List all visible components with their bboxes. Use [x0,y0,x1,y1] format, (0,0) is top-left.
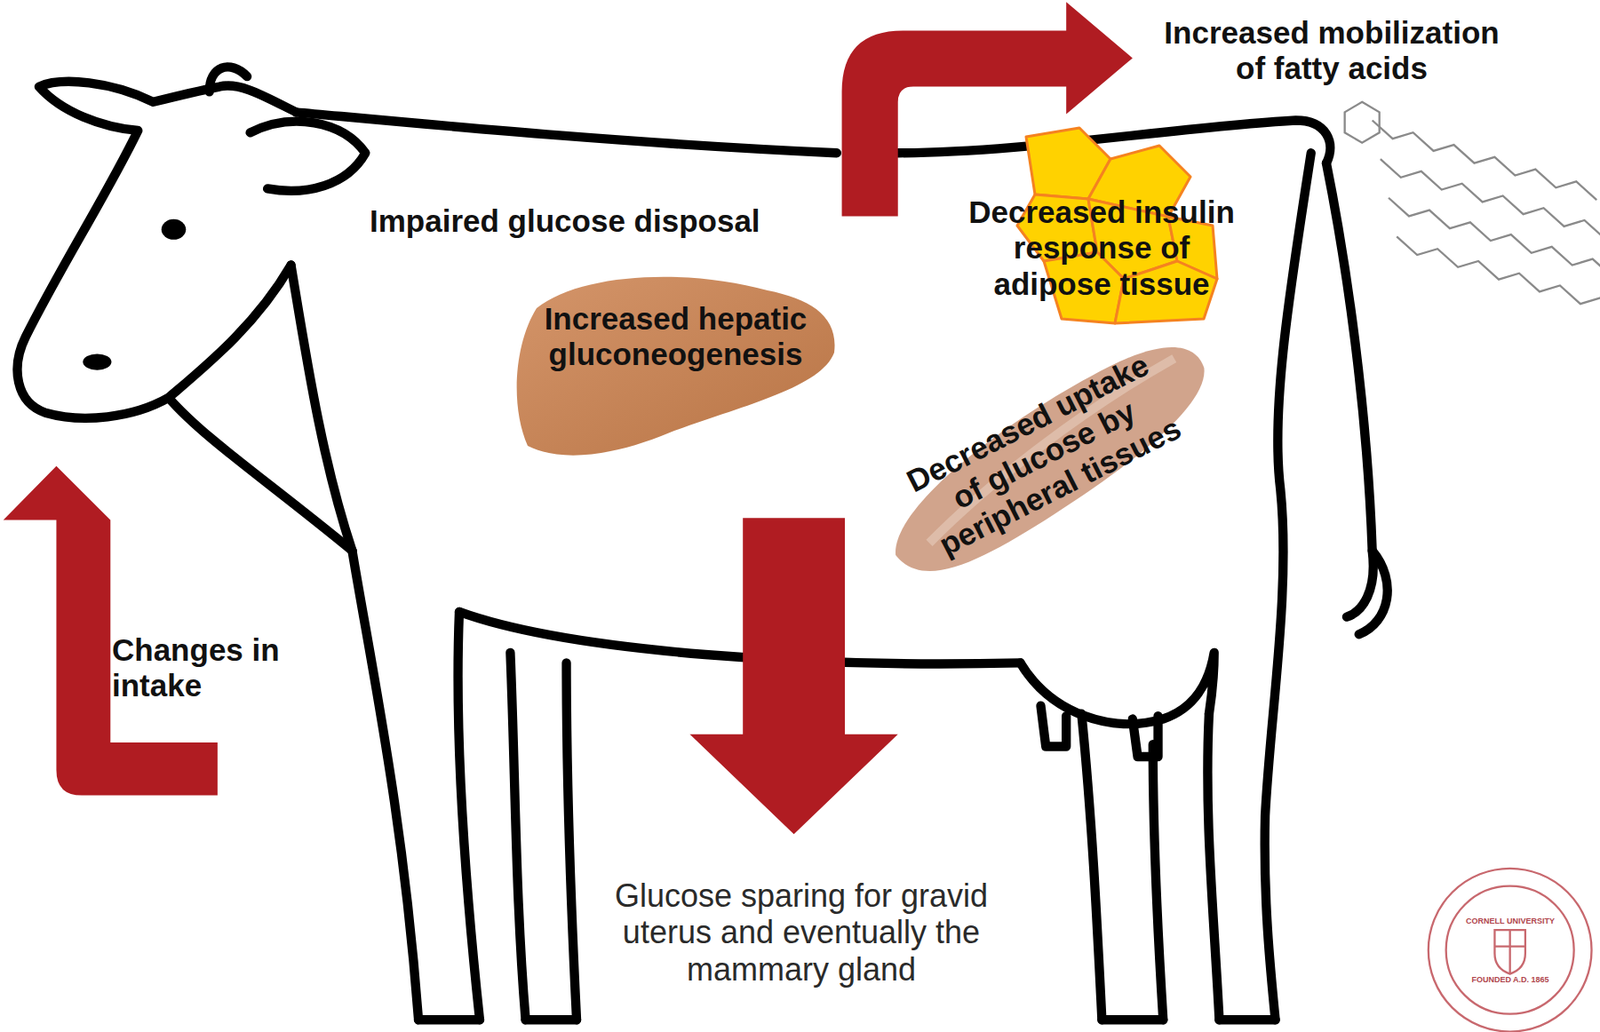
liver-shape [517,277,836,456]
adipose-tissue: Decreased insulin response of adipose ti… [955,127,1249,327]
cow-stroke [1359,550,1388,635]
cow-stroke [1265,152,1312,1020]
cow-stroke [295,111,837,153]
cow-stroke [1020,652,1215,725]
process-label: Impaired glucose disposal [369,203,761,239]
organ-label: Decreased insulin response of adipose ti… [963,194,1240,303]
cow-stroke [566,662,577,1020]
cow-outline [17,66,1388,1020]
cow-nostril [82,353,112,370]
cow-stroke [1081,714,1102,1020]
process-label: Changes in intake [111,632,308,705]
glucose-sparing-arrow [689,517,898,835]
outcome-label: Glucose sparing for gravid uterus and ev… [605,877,997,988]
seal-text: FOUNDED A.D. 1865 [1448,975,1573,985]
cow-stroke [458,612,480,1020]
cow-stroke [1326,163,1374,618]
cow-stroke [509,652,526,1020]
cow-stroke [1494,930,1525,974]
cow-stroke [418,1015,480,1025]
cow-stroke [459,612,1021,664]
fatty-acid-chains [1372,119,1600,316]
cow-stroke [525,1015,577,1025]
cow-stroke [1446,886,1575,1015]
cow-eye [161,219,187,240]
muscle-shape [863,328,1235,592]
cow-stroke [1040,706,1067,748]
fatty-acid-chain [1388,198,1600,279]
muscle-tissue: Decreased uptake of glucose by periphera… [835,298,1252,611]
fatty-acid-chain [1396,236,1600,317]
university-seal [1428,868,1593,1032]
organ-label: Decreased uptake of glucose by periphera… [894,343,1193,567]
cow-stroke [1218,1015,1275,1025]
cow-stroke [1132,716,1159,757]
intake-arrow [3,466,218,797]
cow-stroke [250,121,367,192]
cow-stroke [1494,930,1525,974]
molecule-ring [1345,102,1380,144]
cow-stroke [1101,1015,1163,1025]
liver-organ: Increased hepatic gluconeogenesis [509,254,842,464]
cow-stroke [1207,714,1219,1020]
cow-stroke [209,66,247,92]
organ-label: Increased hepatic gluconeogenesis [538,301,814,374]
process-label: Increased mobilization of fatty acids [1154,15,1510,88]
cow-stroke [1428,868,1593,1032]
mobilization-arrow [842,1,1133,216]
fatty-acid-chain [1380,159,1600,239]
process-arrows [3,1,1133,835]
cow-stroke [1153,744,1163,1020]
seal-text: CORNELL UNIVERSITY [1448,916,1573,926]
cow-stroke [168,398,353,551]
fatty-acid-chain [1372,119,1598,200]
cow-stroke [351,550,419,1020]
